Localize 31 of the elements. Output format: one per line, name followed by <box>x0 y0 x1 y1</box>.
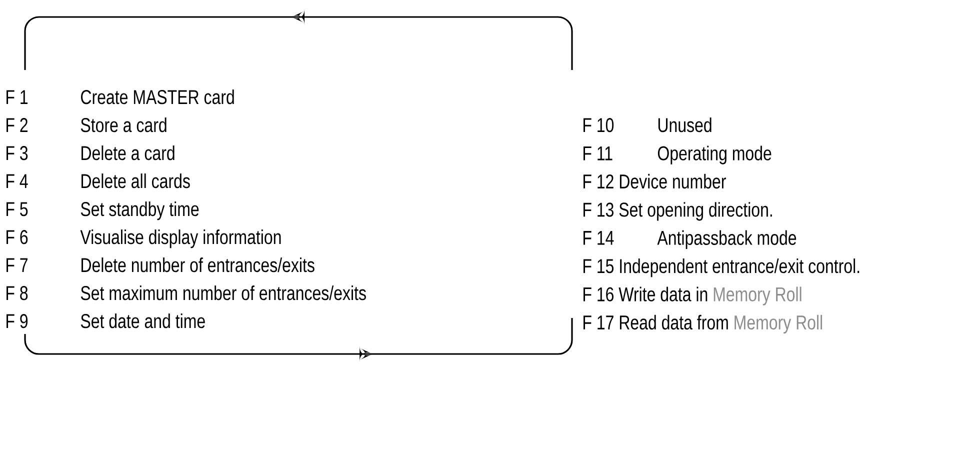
list-text: F 10 <box>584 118 614 132</box>
list-text: F 4 <box>6 174 28 188</box>
list-text: F 16 Write data in <box>584 286 708 302</box>
list-text: Memory Roll <box>714 286 802 306</box>
list-text: F 1 <box>6 90 28 104</box>
list-text: F 9 <box>6 314 28 328</box>
list-text: Store a card <box>80 118 166 132</box>
list-text: Visualise display information <box>80 230 281 248</box>
list-text: F 13 Set opening direction. <box>584 202 772 221</box>
list-text: F 5 <box>6 202 28 216</box>
list-text: F 7 <box>6 258 28 272</box>
list-text: F 12 Device number <box>584 174 726 189</box>
list-text: Delete all cards <box>82 174 190 188</box>
list-text: Delete a card <box>82 146 174 160</box>
list-text: Set standby time <box>80 202 199 220</box>
list-text: Create MASTER card <box>81 90 234 104</box>
list-text: F 15 Independent entrance/exit control. <box>584 258 860 278</box>
list-text: Unused <box>658 118 712 132</box>
list-text: F 14 <box>584 231 614 245</box>
list-text: Operating mode <box>658 146 772 164</box>
list-text: F 3 <box>6 146 28 160</box>
list-text: F 6 <box>6 230 28 244</box>
list-text: F 11 <box>584 146 612 160</box>
list-text: Delete number of entrances/exits <box>82 258 314 272</box>
list-text: Set maximum number of entrances/exits <box>80 286 366 300</box>
list-text: F 8 <box>6 286 28 300</box>
list-text: F 2 <box>6 118 28 132</box>
list-text: Memory Roll <box>734 314 822 334</box>
list-text: Set date and time <box>80 314 205 328</box>
list-text: F 17 Read data from <box>584 314 728 330</box>
list-text: Antipassback mode <box>657 230 796 249</box>
